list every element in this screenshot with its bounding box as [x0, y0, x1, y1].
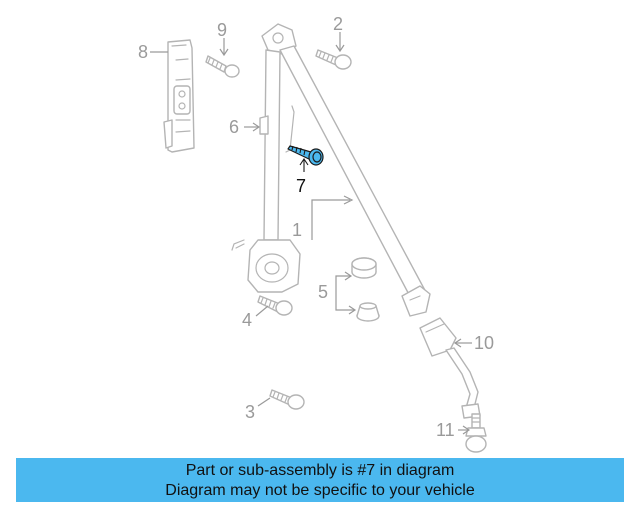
- part-3-bolt[interactable]: [269, 389, 305, 410]
- part-9-bolt[interactable]: [205, 55, 240, 78]
- parts-diagram: 8 9 2 1 6: [138, 14, 494, 453]
- part-4-bolt[interactable]: [257, 295, 293, 316]
- callout-9[interactable]: 9: [217, 20, 227, 40]
- leader-line-5: [335, 275, 354, 311]
- part-1-seat-belt-assembly[interactable]: [231, 23, 431, 317]
- callout-2[interactable]: 2: [333, 14, 343, 34]
- callout-1[interactable]: 1: [292, 220, 302, 240]
- callout-6[interactable]: 6: [229, 117, 239, 137]
- part-7-screw-highlighted[interactable]: [287, 145, 324, 166]
- part-2-bolt[interactable]: [315, 49, 352, 70]
- part-10-buckle[interactable]: [419, 317, 481, 419]
- leader-line-1: [311, 199, 350, 230]
- callout-5[interactable]: 5: [318, 282, 328, 302]
- info-banner: Part or sub-assembly is #7 in diagram Di…: [16, 458, 624, 502]
- callout-8[interactable]: 8: [138, 42, 148, 62]
- part-8-height-adjuster[interactable]: [163, 39, 195, 153]
- banner-line-disclaimer: Diagram may not be specific to your vehi…: [165, 482, 475, 499]
- part-11-bolt[interactable]: [465, 413, 487, 453]
- banner-line-part-number: Part or sub-assembly is #7 in diagram: [185, 462, 455, 479]
- leader-line-3: [257, 397, 271, 407]
- callout-3[interactable]: 3: [245, 402, 255, 422]
- callout-10[interactable]: 10: [474, 333, 494, 353]
- leader-line-4: [255, 305, 269, 317]
- callout-4[interactable]: 4: [242, 310, 252, 330]
- callout-11[interactable]: 11: [436, 420, 455, 440]
- part-5-belt-stopper[interactable]: [351, 257, 380, 322]
- callout-7[interactable]: 7: [296, 176, 306, 196]
